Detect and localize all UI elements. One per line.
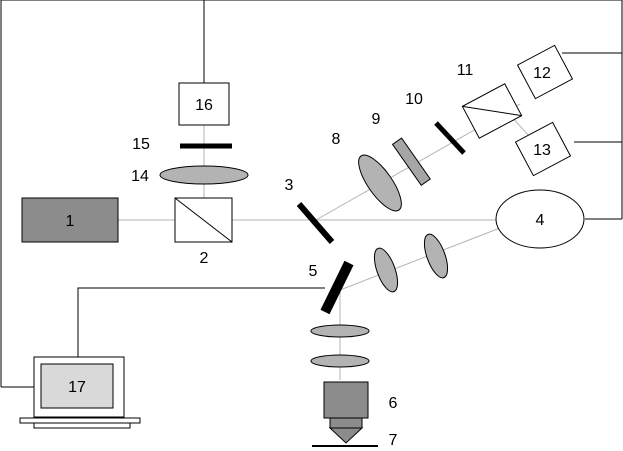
- label-sample: 7: [389, 432, 398, 449]
- relay-lens-b: [423, 233, 449, 279]
- mirror-5: 5: [309, 260, 354, 315]
- tube-lens-b: [310, 354, 370, 368]
- label-detector-4: 4: [536, 212, 545, 229]
- relay-lens-a: [373, 247, 399, 293]
- label-objective: 6: [389, 395, 398, 412]
- label-filter-9: 9: [372, 111, 381, 128]
- label-detector-16: 16: [195, 97, 213, 114]
- mirror-3: 3: [285, 177, 335, 244]
- filter-15: 15: [132, 136, 232, 153]
- wire-mirror-5-to-computer: [77, 287, 325, 357]
- filter-9: 9: [372, 111, 431, 187]
- label-beamsplitter: 2: [200, 250, 209, 267]
- polarizer-10: 10: [405, 91, 466, 155]
- label-mirror-3: 3: [285, 177, 294, 194]
- beam-to-detector-4-from-mirror-5: [339, 227, 501, 291]
- lens-14: 14: [131, 165, 249, 185]
- beamsplitter-cube: 2: [174, 197, 233, 267]
- signal-wiring: [0, 0, 623, 388]
- tube-lenses: [310, 324, 370, 368]
- objective-6: 6: [323, 381, 398, 444]
- tube-lens-a: [310, 324, 370, 338]
- label-lens-8: 8: [332, 131, 341, 148]
- polarizing-beamsplitter-11: 11: [457, 62, 523, 139]
- laser-source: 1: [21, 197, 119, 243]
- computer-17: 17: [19, 356, 141, 429]
- sample-7: 7: [312, 432, 398, 449]
- detector-4: 4: [495, 189, 585, 249]
- label-polarizing-beamsplitter: 11: [457, 62, 474, 79]
- lens-8: 8: [332, 131, 402, 212]
- label-mirror-5: 5: [309, 263, 318, 280]
- detector-16: 16: [178, 82, 230, 126]
- label-filter-15: 15: [132, 136, 150, 153]
- label-polarizer-10: 10: [405, 91, 423, 108]
- detector-13: 13: [514, 121, 572, 177]
- detector-12: 12: [516, 44, 574, 100]
- label-computer: 17: [68, 379, 86, 396]
- label-detector-12: 12: [533, 65, 551, 82]
- label-detector-13: 13: [533, 142, 551, 159]
- relay-lenses: [373, 233, 449, 293]
- label-lens-14: 14: [131, 168, 149, 185]
- label-laser: 1: [66, 213, 75, 230]
